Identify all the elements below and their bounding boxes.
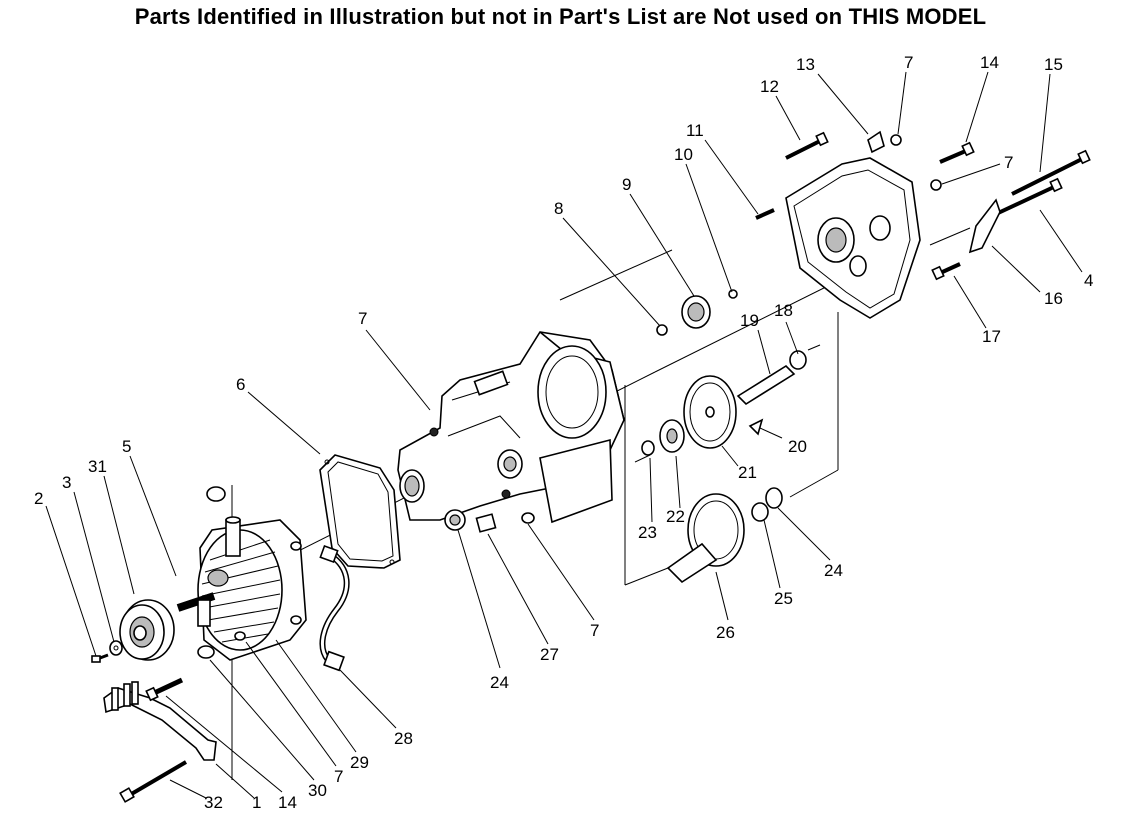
callout-7-pump: 7 xyxy=(334,767,343,786)
callout-24-left: 24 xyxy=(490,673,509,692)
callout-6: 6 xyxy=(236,375,245,394)
bolt-2 xyxy=(91,653,109,663)
callout-17: 17 xyxy=(982,327,1001,346)
callout-7-bottom: 7 xyxy=(590,621,599,640)
callout-16: 16 xyxy=(1044,289,1063,308)
callout-labels: 2 3 31 5 6 7 8 9 10 11 12 13 7 14 15 7 4… xyxy=(34,53,1093,812)
bolt-14-lower xyxy=(145,677,184,702)
callout-11: 11 xyxy=(686,121,704,140)
top-hardware xyxy=(755,130,1091,281)
callout-5: 5 xyxy=(122,437,131,456)
callout-8: 8 xyxy=(554,199,563,218)
callout-19: 19 xyxy=(740,311,759,330)
mounting-bracket xyxy=(103,681,217,761)
callout-27: 27 xyxy=(540,645,559,664)
pulley-31 xyxy=(119,599,175,661)
callout-32: 32 xyxy=(204,793,223,812)
callout-9: 9 xyxy=(622,175,631,194)
callout-31: 31 xyxy=(88,457,107,476)
callout-13: 13 xyxy=(796,55,815,74)
callout-12: 12 xyxy=(760,77,779,96)
callout-26: 26 xyxy=(716,623,735,642)
callout-20: 20 xyxy=(788,437,807,456)
callout-3: 3 xyxy=(62,473,71,492)
callout-22: 22 xyxy=(666,507,685,526)
callout-15: 15 xyxy=(1044,55,1063,74)
callout-10: 10 xyxy=(674,145,693,164)
callout-7-housing: 7 xyxy=(358,309,367,328)
leader-lines xyxy=(45,71,1083,799)
gear-train xyxy=(641,289,807,584)
callout-23: 23 xyxy=(638,523,657,542)
tube-28 xyxy=(319,544,350,672)
callout-4: 4 xyxy=(1084,271,1093,290)
gasket-6 xyxy=(319,454,401,569)
callout-29: 29 xyxy=(350,753,369,772)
side-cover xyxy=(785,157,921,319)
callout-24-right: 24 xyxy=(824,561,843,580)
callout-28: 28 xyxy=(394,729,413,748)
callout-1: 1 xyxy=(252,793,261,812)
small-parts xyxy=(234,509,535,641)
callout-14-top: 14 xyxy=(980,53,999,72)
axle-housing xyxy=(397,331,625,524)
callout-2: 2 xyxy=(34,489,43,508)
callout-7-top: 7 xyxy=(904,53,913,72)
callout-18: 18 xyxy=(774,301,793,320)
page-title: Parts Identified in Illustration but not… xyxy=(134,4,987,29)
washer-3 xyxy=(109,640,123,656)
callout-21: 21 xyxy=(738,463,757,482)
pump-assembly xyxy=(176,486,307,661)
callout-7-right: 7 xyxy=(1004,153,1013,172)
callout-25: 25 xyxy=(774,589,793,608)
callout-30: 30 xyxy=(308,781,327,800)
long-bolt-32 xyxy=(119,760,188,803)
callout-14-bottom: 14 xyxy=(278,793,297,812)
